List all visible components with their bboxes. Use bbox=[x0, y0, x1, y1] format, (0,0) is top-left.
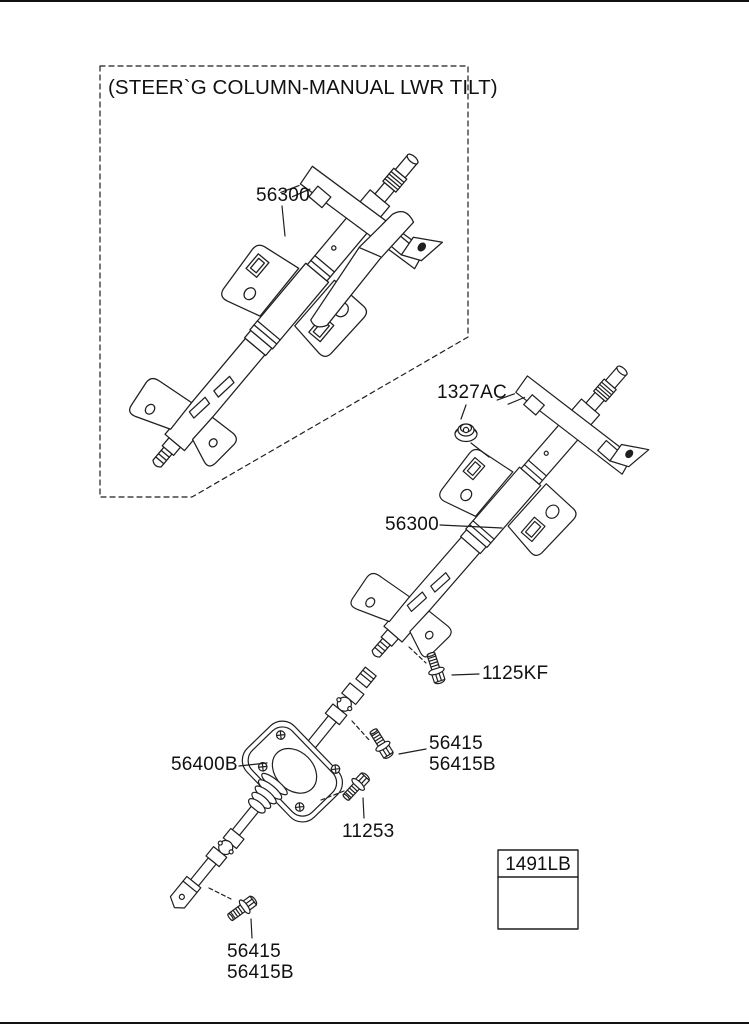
legend-box bbox=[497, 849, 579, 930]
callout-1491lb[interactable]: 1491LB bbox=[505, 854, 571, 875]
callout-1125kf[interactable]: 1125KF bbox=[482, 663, 549, 684]
dust-boot-drawing bbox=[248, 772, 288, 814]
callout-56300-lower[interactable]: 56300 bbox=[385, 514, 439, 535]
leader-lines bbox=[238, 205, 503, 939]
intermediate-shaft-drawing bbox=[169, 666, 377, 909]
callout-11253[interactable]: 11253 bbox=[342, 821, 395, 842]
callout-56300-upper[interactable]: 56300 bbox=[256, 185, 310, 206]
fastener-alignment-lines bbox=[208, 646, 427, 900]
bolt-1125kf-drawing bbox=[422, 649, 449, 687]
callout-56415-lower-line1: 56415 bbox=[227, 941, 281, 962]
callout-56415-mid[interactable]: 56415 56415B bbox=[429, 733, 496, 775]
callout-56400b[interactable]: 56400B bbox=[171, 754, 238, 775]
diagram-title: (STEER`G COLUMN-MANUAL LWR TILT) bbox=[108, 76, 498, 99]
page-top-border bbox=[0, 0, 749, 2]
callout-56415-mid-line1: 56415 bbox=[429, 733, 483, 754]
callout-56415-mid-line2: 56415B bbox=[429, 754, 496, 775]
cover-plate-studs bbox=[257, 730, 341, 812]
dashed-boundary bbox=[99, 65, 469, 498]
callout-56415-lower-line2: 56415B bbox=[227, 962, 294, 983]
nut-1327ac-drawing bbox=[454, 423, 478, 443]
bolt-11253-drawing bbox=[338, 769, 374, 805]
steering-column-drawing-lower bbox=[317, 318, 679, 704]
page-bottom-border bbox=[0, 1022, 749, 1024]
callout-56415-lower[interactable]: 56415 56415B bbox=[227, 941, 294, 983]
bolt-56415-lower-drawing bbox=[224, 892, 261, 925]
callout-1327ac[interactable]: 1327AC bbox=[437, 382, 507, 403]
steering-column-drawing-upper bbox=[93, 104, 474, 516]
bolt-56415-mid-drawing bbox=[365, 725, 398, 762]
